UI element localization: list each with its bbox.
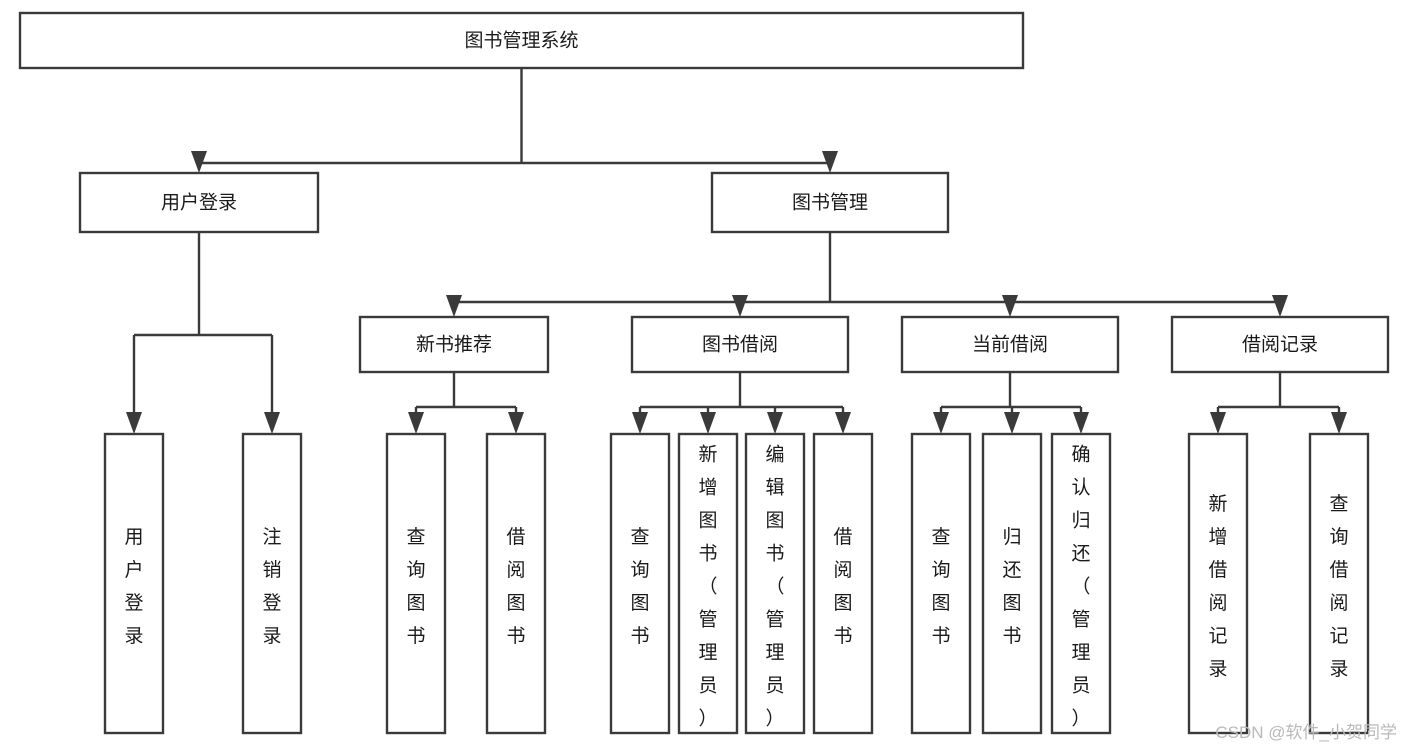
- node-box: [103, 432, 165, 735]
- nodes-layer: 图书管理系统用户登录图书管理新书推荐图书借阅当前借阅借阅记录用户登录注销登录查询…: [18, 11, 1390, 735]
- arrow-head-icon: [732, 295, 748, 317]
- node-box: [900, 315, 1120, 374]
- node-leaf-user-login[interactable]: 用户登录: [103, 432, 165, 735]
- arrow-head-icon: [191, 151, 207, 173]
- node-label: 用户登录: [124, 527, 143, 647]
- node-label: 借阅图书: [833, 526, 852, 647]
- node-leaf-add-book[interactable]: 新增图书（管理员）: [677, 432, 739, 735]
- node-leaf-borrow-book-recommend[interactable]: 借阅图书: [485, 432, 547, 735]
- node-label: 查询图书: [931, 526, 950, 647]
- node-leaf-query-book-borrow[interactable]: 查询图书: [609, 432, 671, 735]
- node-root[interactable]: 图书管理系统: [18, 11, 1025, 70]
- node-new-book-recommend[interactable]: 新书推荐: [358, 315, 550, 374]
- arrow-head-icon: [264, 412, 280, 434]
- node-label: 新增借阅记录: [1208, 493, 1227, 680]
- node-box: [1170, 315, 1390, 374]
- node-label: 当前借阅: [972, 334, 1048, 356]
- arrow-head-icon: [1073, 412, 1089, 434]
- node-box: [910, 432, 972, 735]
- node-box: [812, 432, 874, 735]
- node-box: [710, 171, 950, 234]
- node-label: 归还图书: [1002, 526, 1021, 647]
- node-leaf-query-book-recommend[interactable]: 查询图书: [385, 432, 447, 735]
- node-label: 注销登录: [262, 526, 281, 647]
- connectors-layer: [126, 68, 1347, 434]
- node-leaf-query-borrow-record[interactable]: 查询借阅记录: [1308, 432, 1370, 735]
- node-label: 借阅图书: [506, 526, 525, 647]
- arrow-head-icon: [1004, 412, 1020, 434]
- node-box: [1187, 432, 1249, 735]
- node-user-login[interactable]: 用户登录: [78, 171, 320, 234]
- node-label: 编辑图书（管理员）: [765, 444, 784, 730]
- node-box: [677, 432, 739, 735]
- arrow-head-icon: [1002, 295, 1018, 317]
- node-current-borrow[interactable]: 当前借阅: [900, 315, 1120, 374]
- node-box: [1050, 432, 1112, 735]
- node-label: 借阅记录: [1242, 334, 1318, 356]
- node-leaf-return-book[interactable]: 归还图书: [981, 432, 1043, 735]
- node-book-management[interactable]: 图书管理: [710, 171, 950, 234]
- node-box: [609, 432, 671, 735]
- arrow-head-icon: [835, 412, 851, 434]
- arrow-head-icon: [822, 151, 838, 173]
- node-box: [241, 432, 303, 735]
- node-label: 查询图书: [630, 526, 649, 647]
- node-label: 新书推荐: [416, 334, 492, 356]
- node-leaf-query-book-current[interactable]: 查询图书: [910, 432, 972, 735]
- node-borrow-record[interactable]: 借阅记录: [1170, 315, 1390, 374]
- node-box: [1308, 432, 1370, 735]
- arrow-head-icon: [446, 295, 462, 317]
- node-label: 确认归还（管理员）: [1071, 444, 1090, 730]
- node-book-borrow[interactable]: 图书借阅: [630, 315, 850, 374]
- node-box: [78, 171, 320, 234]
- node-label: 用户登录: [161, 192, 237, 214]
- arrow-head-icon: [767, 412, 783, 434]
- node-label: 查询图书: [406, 526, 425, 647]
- node-leaf-add-borrow-record[interactable]: 新增借阅记录: [1187, 432, 1249, 735]
- node-box: [18, 11, 1025, 70]
- node-leaf-edit-book[interactable]: 编辑图书（管理员）: [744, 432, 806, 735]
- node-label: 图书借阅: [702, 334, 778, 356]
- arrow-head-icon: [933, 412, 949, 434]
- node-box: [630, 315, 850, 374]
- node-label: 图书管理系统: [464, 30, 578, 52]
- node-box: [385, 432, 447, 735]
- arrow-head-icon: [1331, 412, 1347, 434]
- node-label: 图书管理: [792, 192, 868, 214]
- node-label: 新增图书（管理员）: [698, 444, 717, 730]
- node-label: 查询借阅记录: [1329, 493, 1348, 680]
- node-leaf-confirm-return[interactable]: 确认归还（管理员）: [1050, 432, 1112, 735]
- arrow-head-icon: [632, 412, 648, 434]
- node-box: [981, 432, 1043, 735]
- arrow-head-icon: [408, 412, 424, 434]
- node-box: [744, 432, 806, 735]
- arrow-head-icon: [700, 412, 716, 434]
- arrow-head-icon: [508, 412, 524, 434]
- node-box: [485, 432, 547, 735]
- node-leaf-borrow-book[interactable]: 借阅图书: [812, 432, 874, 735]
- arrow-head-icon: [1210, 412, 1226, 434]
- watermark: CSDN @软件_小贺同学: [1215, 723, 1397, 742]
- node-box: [358, 315, 550, 374]
- arrow-head-icon: [1272, 295, 1288, 317]
- node-leaf-logout[interactable]: 注销登录: [241, 432, 303, 735]
- arrow-head-icon: [126, 412, 142, 434]
